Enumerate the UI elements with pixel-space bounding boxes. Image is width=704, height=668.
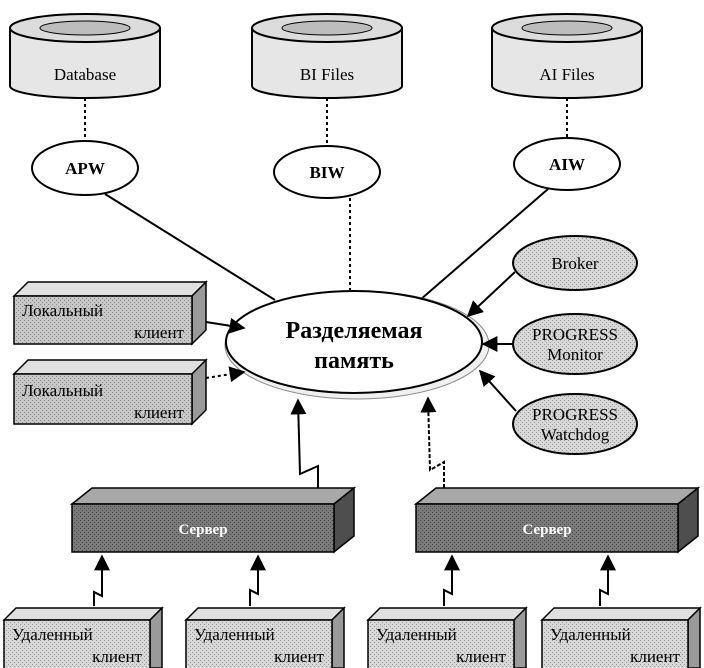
aiw-memory-line bbox=[419, 188, 549, 301]
shared-memory-oval: Разделяемая память bbox=[224, 290, 490, 400]
remote-client-3-line1: Удаленный bbox=[376, 625, 457, 644]
bi-files-label: BI Files bbox=[300, 65, 354, 84]
local-client-2-box: Локальный клиент bbox=[12, 358, 208, 426]
apw-oval: APW bbox=[31, 140, 139, 196]
server-2-box: Сервер bbox=[413, 486, 701, 554]
database-cylinder: Database bbox=[9, 13, 161, 99]
progress-watchdog-oval: PROGRESS Watchdog bbox=[512, 393, 638, 455]
watchdog-line1: PROGRESS bbox=[532, 405, 618, 424]
local-client-1-line1: Локальный bbox=[22, 301, 103, 320]
server-1-memory-link bbox=[290, 398, 319, 488]
shared-memory-line2: память bbox=[314, 348, 394, 374]
local-client-2-arrow bbox=[205, 366, 246, 383]
monitor-line1: PROGRESS bbox=[532, 325, 618, 344]
aiw-oval: AIW bbox=[513, 137, 621, 191]
remote-client-4-link bbox=[599, 554, 616, 606]
biw-oval: BIW bbox=[273, 145, 381, 199]
server-1-label: Сервер bbox=[178, 522, 227, 538]
server-2-memory-link bbox=[420, 396, 445, 488]
ai-files-label: AI Files bbox=[539, 65, 594, 84]
bi-files-cylinder: BI Files bbox=[251, 13, 403, 99]
broker-arrow bbox=[466, 271, 516, 318]
remote-client-2-line1: Удаленный bbox=[194, 625, 275, 644]
database-label: Database bbox=[54, 65, 116, 84]
monitor-line2: Monitor bbox=[547, 345, 603, 364]
local-client-1-box: Локальный клиент bbox=[12, 280, 208, 346]
aiw-label: AIW bbox=[549, 155, 585, 174]
progress-monitor-oval: PROGRESS Monitor bbox=[512, 313, 638, 375]
remote-client-3-link bbox=[443, 554, 460, 606]
remote-client-3-line2: клиент bbox=[456, 647, 506, 666]
remote-client-4-line2: клиент bbox=[630, 647, 680, 666]
remote-client-1-box: Удаленный клиент bbox=[2, 606, 164, 668]
broker-label: Broker bbox=[551, 254, 599, 273]
server-2-label: Сервер bbox=[522, 522, 571, 538]
ai-files-cylinder: AI Files bbox=[491, 13, 643, 99]
shared-memory-line1: Разделяемая bbox=[286, 318, 423, 344]
server-1-box: Сервер bbox=[69, 486, 357, 554]
watchdog-arrow bbox=[478, 369, 517, 412]
local-client-2-line1: Локальный bbox=[22, 381, 103, 400]
remote-client-2-box: Удаленный клиент bbox=[184, 606, 346, 668]
remote-client-3-box: Удаленный клиент bbox=[366, 606, 528, 668]
remote-client-4-line1: Удаленный bbox=[550, 625, 631, 644]
remote-client-1-line1: Удаленный bbox=[12, 625, 93, 644]
local-client-2-line2: клиент bbox=[134, 403, 184, 422]
remote-client-2-link bbox=[249, 554, 266, 606]
remote-client-1-link bbox=[93, 554, 110, 606]
remote-client-2-line2: клиент bbox=[274, 647, 324, 666]
broker-oval: Broker bbox=[512, 235, 638, 291]
watchdog-line2: Watchdog bbox=[541, 425, 610, 444]
local-client-1-arrow bbox=[205, 317, 246, 334]
remote-client-4-box: Удаленный клиент bbox=[540, 606, 702, 668]
apw-label: APW bbox=[65, 159, 105, 178]
remote-client-1-line2: клиент bbox=[92, 647, 142, 666]
biw-label: BIW bbox=[310, 163, 345, 182]
apw-memory-line bbox=[104, 193, 276, 301]
local-client-1-line2: клиент bbox=[134, 323, 184, 342]
